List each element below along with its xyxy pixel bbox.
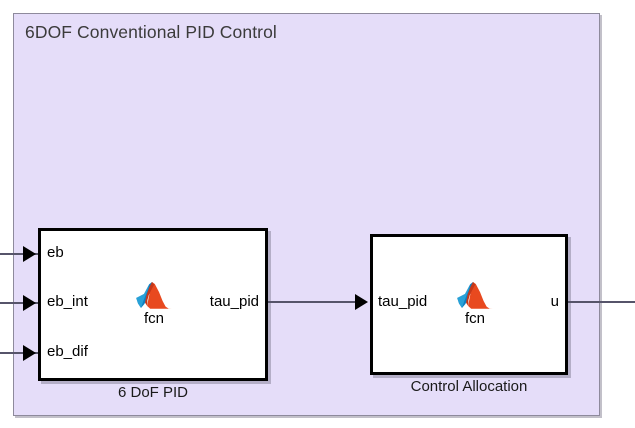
- eb-input-arrow: [23, 246, 36, 262]
- port-label-eb-int: eb_int: [47, 293, 88, 310]
- fcn-icon-label-alloc: fcn: [464, 310, 485, 327]
- tau-pid-connection-line[interactable]: [268, 301, 356, 303]
- matlab-membrane-icon: [457, 282, 493, 309]
- matlab-function-icon-alloc: fcn: [445, 281, 505, 327]
- port-label-eb-dif: eb_dif: [47, 343, 88, 360]
- subsystem-title: 6DOF Conventional PID Control: [25, 22, 277, 42]
- port-label-tau-pid-in: tau_pid: [378, 293, 428, 310]
- matlab-membrane-icon: [136, 282, 172, 309]
- eb-int-input-arrow: [23, 295, 36, 311]
- eb-int-input-line[interactable]: [0, 302, 45, 304]
- u-output-line[interactable]: [568, 301, 635, 303]
- matlab-function-icon-pid: fcn: [124, 281, 184, 327]
- eb-dif-input-arrow: [23, 345, 36, 361]
- block-label-6-dof-pid: 6 DoF PID: [117, 384, 189, 401]
- port-label-tau-pid-out: tau_pid: [209, 293, 259, 310]
- port-label-eb: eb: [47, 244, 64, 261]
- block-label-control-allocation: Control Allocation: [410, 378, 528, 395]
- fcn-icon-label-pid: fcn: [143, 310, 164, 327]
- eb-dif-input-line[interactable]: [0, 352, 45, 354]
- port-label-u-out: u: [550, 293, 559, 310]
- tau-pid-connection-arrow: [355, 294, 368, 310]
- eb-input-line[interactable]: [0, 253, 45, 255]
